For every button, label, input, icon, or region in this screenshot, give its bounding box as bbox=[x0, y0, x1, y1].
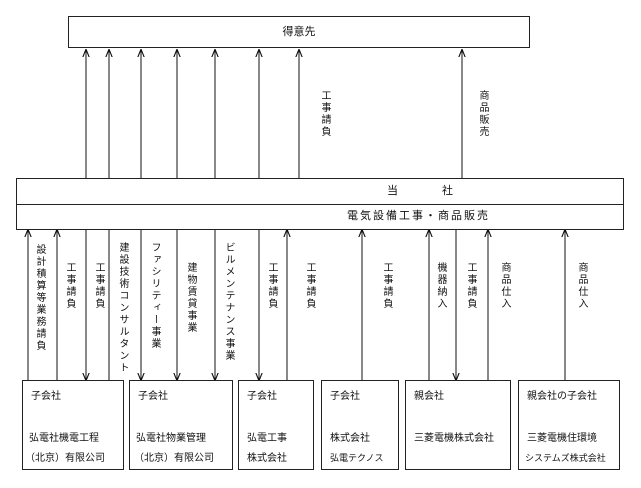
label-facility: ファシリティー事業 bbox=[149, 242, 160, 350]
label-consulting: 建設技術コンサルタント bbox=[117, 242, 128, 374]
label-design: 設計積算等業務請負 bbox=[34, 244, 45, 352]
entity-box-1: 子会社 弘電社機電工程 （北京）有限公司 bbox=[22, 380, 124, 470]
entity-box-4: 子会社 株式会社 弘電テクノス bbox=[321, 380, 399, 470]
entity-name-2: （北京）有限公司 bbox=[134, 453, 214, 464]
company-name: 当 社 bbox=[387, 184, 453, 197]
entity-box-5: 親会社 三菱電機株式会社 bbox=[405, 380, 511, 470]
entity-name: 三菱電機住環境 bbox=[527, 433, 597, 444]
label-building-maint: ビルメンテナンス事業 bbox=[223, 242, 234, 362]
entity-name: 株式会社 bbox=[330, 433, 370, 444]
entity-name-2: 株式会社 bbox=[247, 453, 287, 464]
entity-name: 弘電社物業管理 bbox=[136, 433, 206, 444]
label-upper-sales: 商品販売 bbox=[477, 90, 488, 138]
customer-label: 得意先 bbox=[282, 25, 316, 38]
label-purchase-2: 商品仕入 bbox=[576, 262, 587, 310]
entity-box-3: 子会社 弘電工事 株式会社 bbox=[238, 380, 314, 470]
entity-type: 子会社 bbox=[330, 391, 360, 402]
entity-type: 子会社 bbox=[31, 391, 61, 402]
entity-type: 親会社 bbox=[414, 391, 444, 402]
company-box: 当 社 電気設備工事・商品販売 bbox=[16, 178, 624, 230]
entity-type: 親会社の子会社 bbox=[527, 391, 597, 402]
label-construction-6: 工事請負 bbox=[465, 262, 476, 310]
entity-name: 三菱電機株式会社 bbox=[414, 433, 494, 444]
entity-box-2: 子会社 弘電社物業管理 （北京）有限公司 bbox=[129, 380, 233, 470]
label-construction-3: 工事請負 bbox=[266, 262, 277, 310]
entity-name-2: システムズ株式会社 bbox=[525, 454, 606, 464]
label-equipment: 機器納入 bbox=[435, 262, 446, 310]
label-construction-4: 工事請負 bbox=[304, 262, 315, 310]
entity-name: 弘電工事 bbox=[247, 433, 287, 444]
company-business: 電気設備工事・商品販売 bbox=[347, 209, 490, 222]
label-construction-5: 工事請負 bbox=[381, 262, 392, 310]
label-upper-construction: 工事請負 bbox=[319, 90, 330, 138]
company-divider bbox=[17, 204, 623, 205]
label-construction-2: 工事請負 bbox=[93, 262, 104, 310]
entity-type: 子会社 bbox=[138, 391, 168, 402]
entity-name: 弘電社機電工程 bbox=[29, 433, 99, 444]
entity-name-2: （北京）有限公司 bbox=[25, 453, 105, 464]
entity-name-2: 弘電テクノス bbox=[330, 454, 384, 464]
label-purchase-1: 商品仕入 bbox=[499, 262, 510, 310]
customer-box: 得意先 bbox=[68, 16, 530, 48]
entity-type: 子会社 bbox=[247, 391, 277, 402]
label-construction-1: 工事請負 bbox=[64, 262, 75, 310]
entity-box-6: 親会社の子会社 三菱電機住環境 システムズ株式会社 bbox=[518, 380, 620, 470]
label-rental: 建物賃貸事業 bbox=[185, 262, 196, 334]
